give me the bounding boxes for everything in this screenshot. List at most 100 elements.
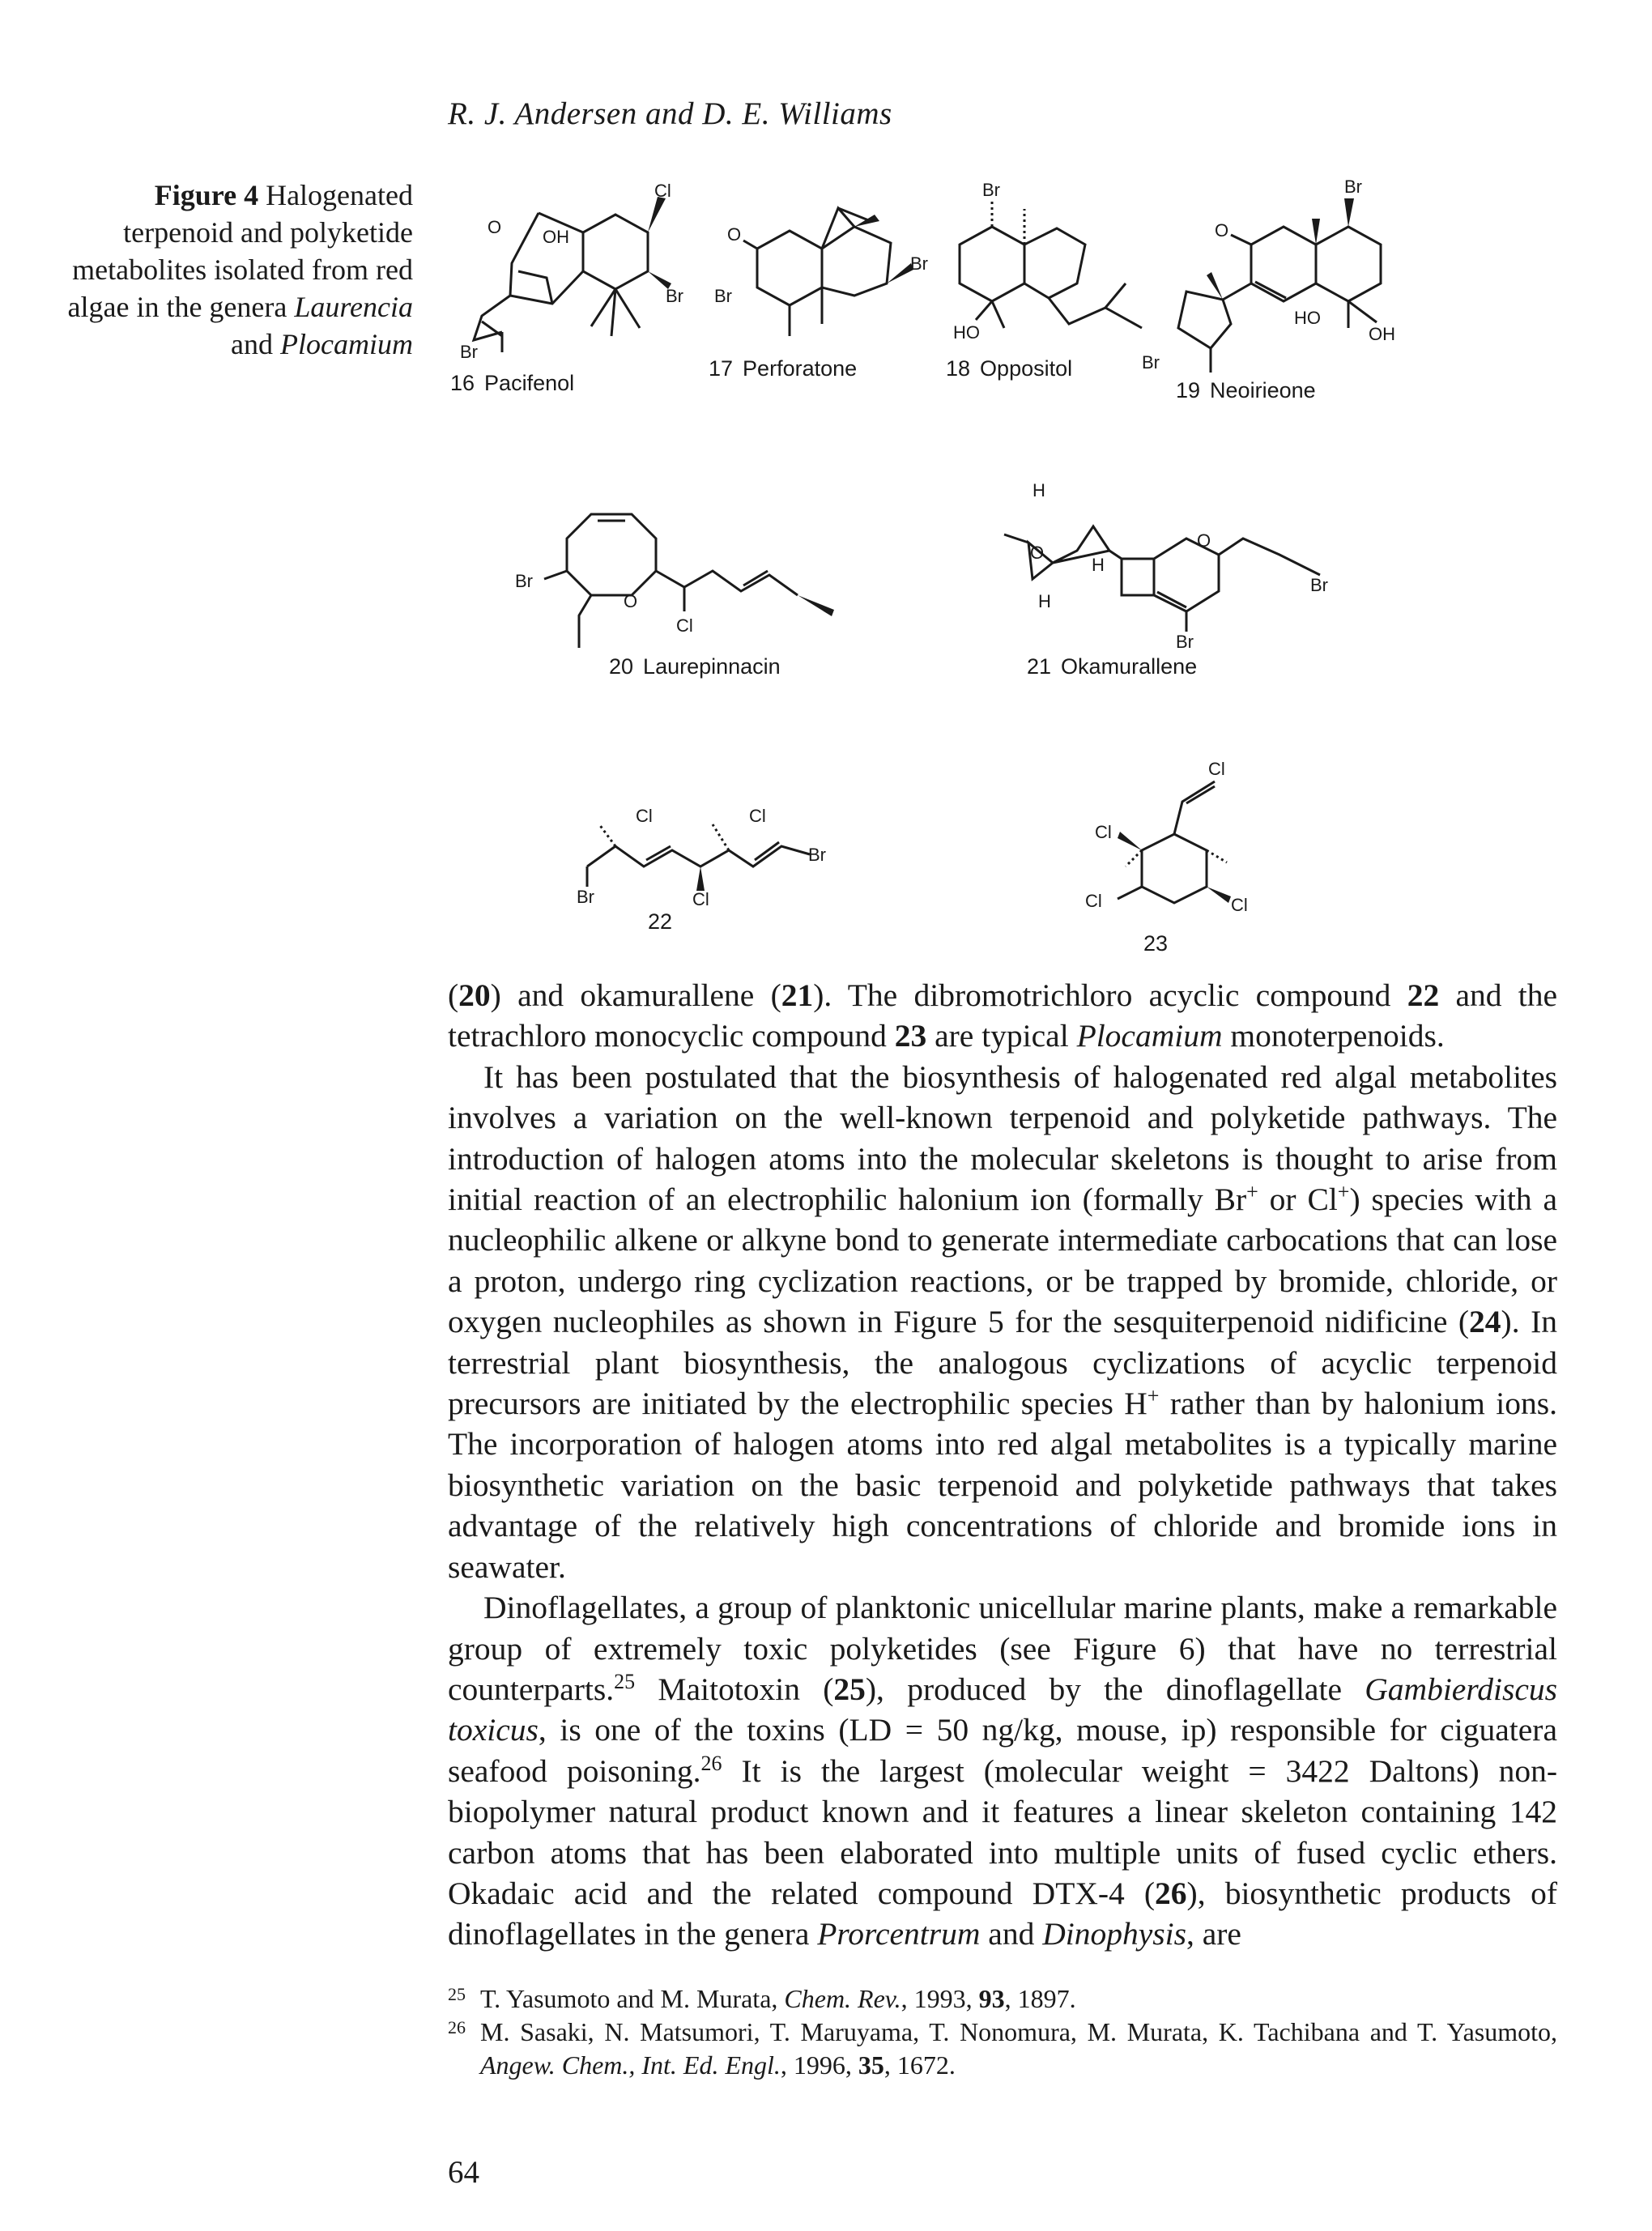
atom-br: Br	[714, 286, 732, 306]
atom-h: H	[1032, 480, 1045, 500]
compound-number: 17	[709, 356, 734, 381]
atom-cl: Cl	[1231, 895, 1248, 915]
atom-br: Br	[1142, 352, 1160, 373]
atom-o: O	[1215, 220, 1228, 241]
structure-18-oppositol: Br HO	[943, 178, 1170, 360]
compound-22-drawing: Cl Cl Br Cl Br	[577, 806, 826, 909]
compound-label-16: 16 Pacifenol	[450, 371, 574, 396]
compound-ref: 20	[458, 977, 491, 1013]
atom-br: Br	[1310, 575, 1328, 595]
running-head: R. J. Andersen and D. E. Williams	[448, 96, 892, 131]
atom-ho: HO	[1294, 308, 1321, 328]
pacifenol-drawing: Cl Br O OH Br	[460, 181, 683, 362]
atom-o: O	[1030, 543, 1044, 563]
footnotes: 25 T. Yasumoto and M. Murata, Chem. Rev.…	[448, 1982, 1557, 2082]
compound-number: 16	[450, 371, 475, 395]
compound-label-22: 22	[648, 909, 672, 935]
atom-br: Br	[808, 845, 826, 865]
atom-br: Br	[1176, 632, 1194, 652]
compound-number: 20	[609, 654, 634, 679]
journal-name: Angew. Chem., Int. Ed. Engl.	[480, 2050, 781, 2080]
compound-number: 19	[1176, 378, 1201, 402]
atom-o: O	[488, 217, 501, 237]
atom-br: Br	[666, 286, 683, 306]
footnote-26: 26 M. Sasaki, N. Matsumori, T. Maruyama,…	[448, 2016, 1557, 2082]
paragraph-2: It has been postulated that the biosynth…	[448, 1057, 1557, 1587]
genus-name: Plocamium	[1076, 1018, 1223, 1054]
text-run: rather than by halonium ions. The incorp…	[448, 1386, 1557, 1585]
text-run: ), biosynthetic products of dinoflagella…	[448, 1875, 1557, 1952]
compound-label-19: 19 Neoirieone	[1176, 378, 1316, 403]
atom-cl: Cl	[654, 181, 671, 201]
atom-cl: Cl	[636, 806, 653, 826]
compound-number: 21	[1027, 654, 1052, 679]
text-run: and the tetrachloro monocyclic compound	[448, 977, 1558, 1054]
compound-ref: 26	[1155, 1875, 1187, 1911]
atom-h: H	[1038, 591, 1051, 611]
paragraph-1: (20) and okamurallene (21). The dibromot…	[448, 975, 1557, 1057]
footnote-25: 25 T. Yasumoto and M. Murata, Chem. Rev.…	[448, 1982, 1557, 2016]
text-run: Maitotoxin (	[635, 1671, 834, 1707]
compound-name: Okamurallene	[1061, 654, 1198, 679]
structure-20-laurepinnacin: O Br Cl	[510, 498, 850, 664]
text-run: M. Sasaki, N. Matsumori, T. Maruyama, T.…	[480, 2017, 1557, 2046]
compound-label-23: 23	[1143, 931, 1168, 956]
caption-genus-plocamium: Plocamium	[280, 328, 413, 360]
text-run: It is the largest (molecular weight = 34…	[448, 1752, 1557, 1911]
text-run: , 1996,	[780, 2050, 858, 2080]
atom-br: Br	[910, 253, 928, 274]
text-run: ). The dibromotrichloro acyclic compound	[813, 977, 1407, 1013]
text-run: (	[448, 977, 459, 1013]
paragraph-3: Dinoflagellates, a group of planktonic u…	[448, 1587, 1557, 1955]
text-run: monoterpenoids.	[1222, 1018, 1445, 1054]
atom-o: O	[624, 591, 637, 611]
caption-and: and	[231, 328, 281, 360]
atom-br: Br	[1344, 177, 1362, 197]
text-run: Dinoflagellates, a group of planktonic u…	[448, 1590, 1557, 1707]
journal-name: Chem. Rev.	[784, 1984, 901, 2013]
compound-name: Neoirieone	[1210, 378, 1316, 402]
compound-name: Pacifenol	[484, 371, 575, 395]
atom-ho: HO	[953, 322, 980, 343]
genus-name: Dinophysis	[1042, 1916, 1186, 1952]
laurepinnacin-drawing: O Br Cl	[515, 513, 834, 648]
text-run: or Cl	[1258, 1181, 1338, 1218]
text-run: are typical	[926, 1018, 1077, 1054]
text-run: , 1897.	[1004, 1984, 1076, 2013]
structure-21-okamurallene: O H H H O Br Br	[980, 480, 1352, 664]
atom-cl: Cl	[1085, 891, 1102, 911]
page-number: 64	[448, 2155, 479, 2190]
compound-name: Oppositol	[980, 356, 1073, 381]
atom-oh: OH	[1369, 324, 1395, 344]
species-name: Gambierdiscus toxicus	[448, 1671, 1557, 1748]
footnote-ref: 25	[614, 1669, 636, 1693]
figure-caption: Figure 4 Halogenated terpenoid and polyk…	[49, 177, 414, 363]
compound-ref: 23	[894, 1018, 927, 1054]
footnote-ref: 26	[700, 1751, 722, 1775]
text-run: ). In terrestrial plant biosynthesis, th…	[448, 1304, 1557, 1422]
text-run: T. Yasumoto and M. Murata,	[480, 1984, 785, 2013]
text-run: , 1993,	[901, 1984, 979, 2013]
neoirieone-drawing: Br O HO OH Br	[1142, 177, 1395, 373]
compound-number: 22	[648, 909, 673, 934]
text-run: , are	[1186, 1916, 1241, 1952]
body-text: (20) and okamurallene (21). The dibromot…	[448, 975, 1557, 1955]
compound-name: Perforatone	[743, 356, 858, 381]
compound-label-21: 21 Okamurallene	[1027, 654, 1197, 679]
text-run: , 1672.	[883, 2050, 956, 2080]
compound-number: 23	[1143, 931, 1169, 956]
superscript: +	[1246, 1180, 1258, 1204]
figure-label: Figure 4	[154, 179, 259, 211]
atom-br: Br	[460, 342, 478, 362]
atom-o: O	[727, 224, 741, 245]
footnote-number: 26	[448, 2017, 466, 2037]
compound-23-drawing: Cl Cl Cl Cl	[1085, 759, 1248, 915]
genus-name: Prorcentrum	[817, 1916, 981, 1952]
atom-br: Br	[577, 887, 594, 907]
atom-br: Br	[515, 571, 533, 591]
structure-16-pacifenol: Cl Br O OH Br	[445, 181, 688, 389]
volume: 35	[858, 2050, 884, 2080]
caption-genus-laurencia: Laurencia	[294, 291, 413, 323]
okamurallene-drawing: O H H H O Br Br	[1003, 480, 1328, 652]
